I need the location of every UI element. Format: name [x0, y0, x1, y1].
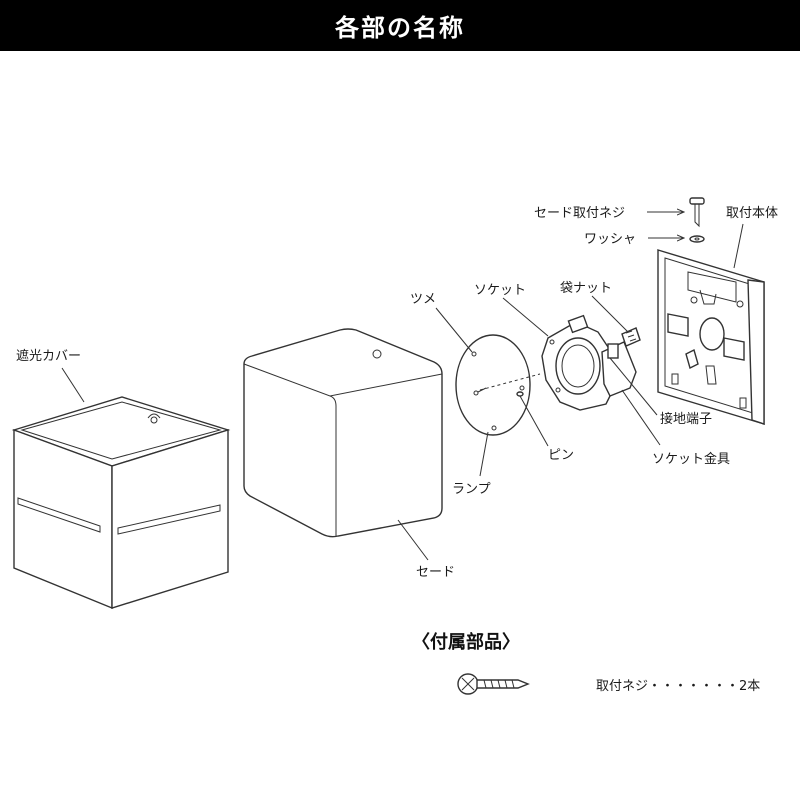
label-cap-nut: 袋ナット	[560, 281, 612, 296]
label-shade-screw: セード取付ネジ	[534, 206, 625, 221]
shade-drawing	[243, 328, 443, 538]
mount-body-drawing	[657, 249, 765, 425]
label-socket: ソケット	[474, 283, 526, 298]
shade-screw-drawing	[689, 197, 705, 228]
page-title: 各部の名称	[335, 14, 465, 42]
label-cover: 遮光カバー	[16, 348, 81, 364]
label-mount-body: 取付本体	[726, 206, 778, 221]
cover-drawing	[11, 396, 231, 610]
label-pin: ピン	[548, 448, 574, 463]
label-socket-bracket: ソケット金具	[652, 451, 730, 467]
label-claw: ツメ	[410, 292, 436, 307]
label-shade: セード	[416, 565, 455, 580]
screw-icon	[457, 673, 530, 695]
accessory-item-mounting-screw: 取付ネジ・・・・・・・2本	[596, 679, 760, 694]
cap-nut-drawing	[621, 327, 641, 347]
socket-drawing	[516, 314, 637, 411]
lamp-drawing	[455, 334, 531, 436]
label-lamp: ランプ	[452, 482, 491, 497]
title-bar: 各部の名称	[0, 0, 800, 51]
label-ground-terminal: 接地端子	[660, 411, 712, 427]
accessories-heading: 〈付属部品〉	[412, 631, 520, 653]
leader-lines	[61, 212, 744, 561]
label-washer: ワッシャ	[584, 232, 636, 247]
washer-drawing	[689, 235, 705, 243]
